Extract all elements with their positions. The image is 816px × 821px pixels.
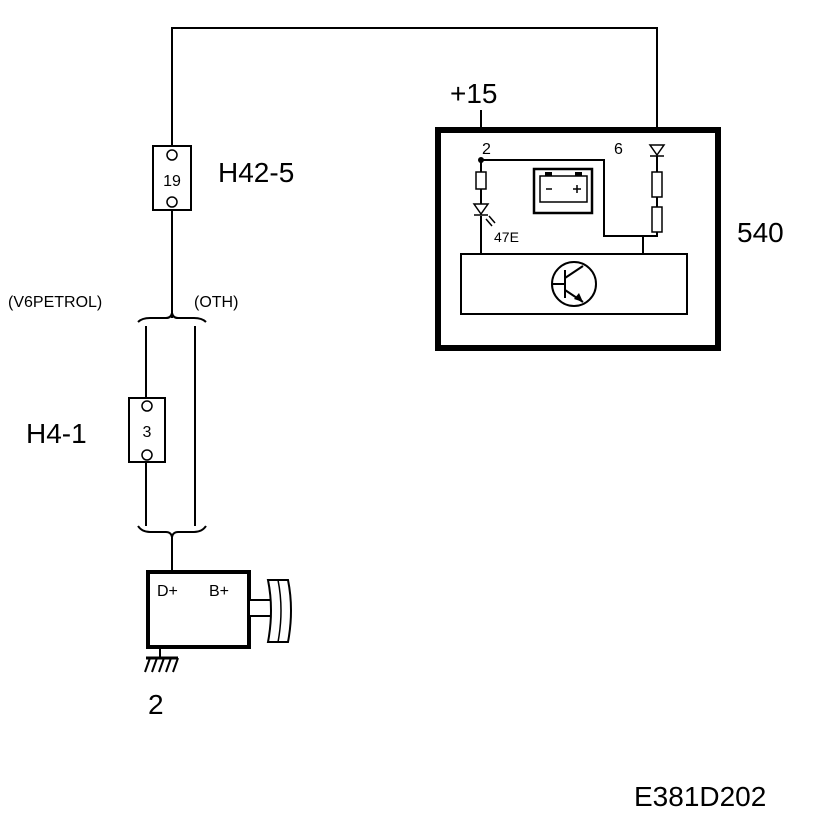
alternator: D+ B+: [144, 570, 292, 673]
wire-internal-link: [481, 159, 657, 237]
fuse-top-name: H42-5: [218, 157, 294, 188]
fuse-h4-1: 3: [128, 397, 166, 463]
transistor-icon: [551, 261, 597, 307]
led-resistor: [475, 171, 487, 190]
module-pin-right: 6: [614, 141, 623, 158]
brace-top: [137, 312, 207, 323]
variant-right-label: (OTH): [194, 294, 238, 311]
alternator-shaft: [248, 599, 272, 617]
fuse-bottom-number: 3: [143, 424, 152, 441]
fuse-h42-5: 19: [152, 145, 192, 211]
brace-bottom: [137, 525, 207, 538]
led-label: 47E: [494, 229, 519, 245]
fuse-bottom-name: H4-1: [26, 418, 87, 449]
resistor-upper: [651, 171, 663, 198]
pulley-groove: [277, 579, 282, 643]
pulley-icon: [266, 579, 292, 643]
wire-right-bottom: [642, 232, 658, 254]
figure-code: E381D202: [634, 781, 766, 812]
alternator-id: 2: [148, 689, 164, 720]
module-pin-left: 2: [482, 141, 491, 158]
variant-left-label: (V6PETROL): [8, 294, 102, 311]
supply-label: +15: [450, 78, 498, 109]
alternator-terminal-b: B+: [209, 583, 229, 600]
fuse-top-number: 19: [163, 173, 181, 190]
resistor-lower: [651, 206, 663, 233]
ground-icon: [144, 647, 179, 673]
warning-led-icon: [472, 203, 496, 227]
wire-fuse-to-module: [171, 27, 658, 148]
module-id: 540: [737, 217, 784, 248]
battery-icon: [532, 167, 594, 215]
alternator-terminal-d: D+: [157, 583, 178, 600]
